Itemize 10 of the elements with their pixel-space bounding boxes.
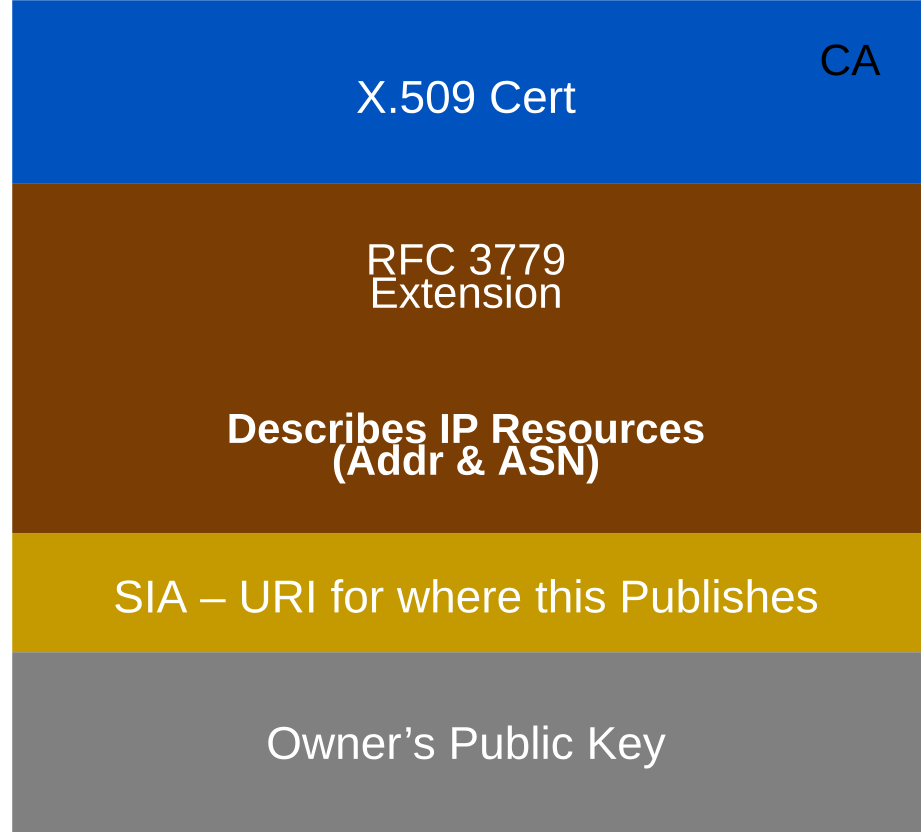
certificate-field-band [12,183,921,534]
certificate-field-band [12,533,921,652]
band-title: SIA – URI for where this Publishes [115,579,818,613]
certificate-field-band [12,652,921,832]
band-title: Owner’s Public Key [268,726,666,768]
band-title: RFC 3779 Extension [369,244,564,308]
band-title: X.509 Cert [357,80,576,114]
band-description: Describes IP Resources (Addr & ASN) [230,412,704,484]
certificate-field-band [12,0,921,184]
corner-label: CA [822,44,880,76]
